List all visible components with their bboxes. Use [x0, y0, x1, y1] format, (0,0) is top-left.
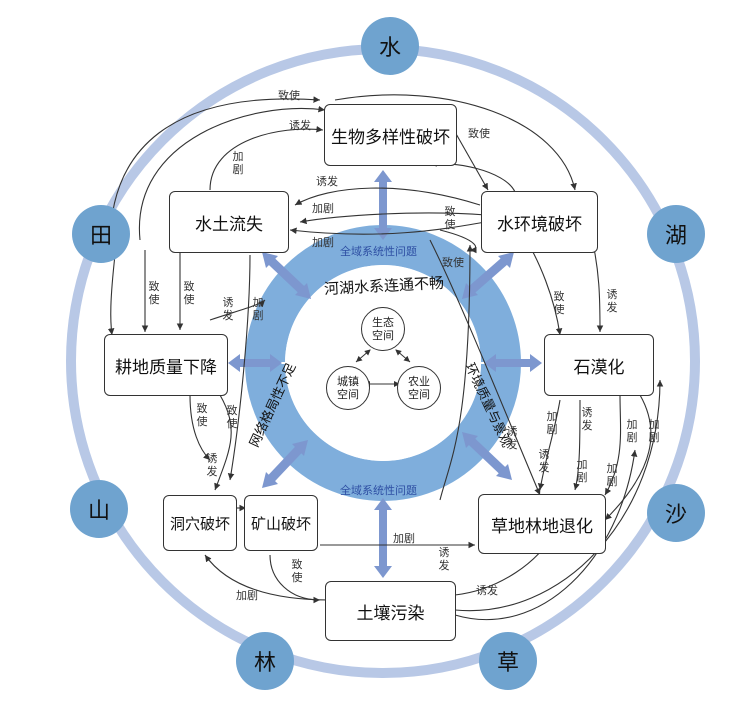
label-youfa-1: 诱发 — [289, 119, 311, 132]
label-jiaju-6: 加剧 — [626, 418, 638, 444]
label-jiaju-1: 加剧 — [232, 150, 244, 176]
label-jiaju-10: 加剧 — [393, 532, 415, 545]
label-jiaju-8: 加剧 — [576, 458, 588, 484]
label-jiaju-7: 加剧 — [648, 418, 660, 444]
label-youfa-6: 诱发 — [581, 406, 593, 432]
box-water-env: 水环境破坏 — [481, 191, 598, 253]
element-grass: 草 — [479, 632, 537, 690]
label-youfa-2: 诱发 — [316, 175, 338, 188]
element-mountain: 山 — [70, 480, 128, 538]
box-mine: 矿山破坏 — [244, 495, 318, 551]
label-youfa-5: 诱发 — [206, 452, 218, 478]
label-zhishi-2: 致使 — [468, 127, 490, 140]
agriculture-space: 农业空间 — [397, 366, 441, 410]
blue-arrows — [228, 170, 542, 578]
ecology-space: 生态空间 — [361, 307, 405, 351]
box-desert: 石漠化 — [544, 334, 654, 396]
label-zhishi-5: 致使 — [148, 280, 160, 306]
label-zhishi-3: 致使 — [444, 205, 456, 231]
box-soil-pollution: 土壤污染 — [325, 581, 456, 641]
label-zhishi-8: 致使 — [196, 402, 208, 428]
label-zhishi-10: 致使 — [291, 558, 303, 584]
label-youfa-9: 诱发 — [438, 546, 450, 572]
element-water: 水 — [361, 17, 419, 75]
label-youfa-8: 诱发 — [538, 448, 550, 474]
element-forest: 林 — [236, 632, 294, 690]
box-cave: 洞穴破坏 — [163, 495, 237, 551]
label-zhishi-9: 致使 — [226, 404, 238, 430]
element-sand: 沙 — [647, 484, 705, 542]
problem-label-bottom: 全域系统性问题 — [340, 484, 417, 497]
problem-label-top: 全域系统性问题 — [340, 245, 417, 258]
box-grassland: 草地林地退化 — [478, 494, 606, 554]
label-youfa-4: 诱发 — [606, 288, 618, 314]
element-lake: 湖 — [647, 205, 705, 263]
box-soil-erosion: 水土流失 — [169, 191, 289, 253]
box-biodiversity: 生物多样性破坏 — [324, 104, 457, 166]
label-youfa-7: 诱发 — [506, 425, 518, 451]
label-jiaju-2: 加剧 — [312, 202, 334, 215]
label-jiaju-3: 加剧 — [312, 236, 334, 249]
label-zhishi-1: 致使 — [278, 89, 300, 102]
label-zhishi-4: 致使 — [442, 256, 464, 269]
element-field: 田 — [72, 205, 130, 263]
label-jiaju-5: 加剧 — [546, 410, 558, 436]
relation-arrows — [107, 94, 664, 621]
label-jiaju-11: 加剧 — [236, 589, 258, 602]
label-youfa-3: 诱发 — [222, 296, 234, 322]
box-farmland: 耕地质量下降 — [104, 334, 228, 396]
town-space: 城镇空间 — [326, 366, 370, 410]
diagonal-blue-arrows — [264, 254, 511, 486]
label-zhishi-7: 致使 — [553, 290, 565, 316]
label-jiaju-9: 加剧 — [606, 462, 618, 488]
label-zhishi-6: 致使 — [183, 280, 195, 306]
label-jiaju-4: 加剧 — [252, 296, 264, 322]
label-youfa-10: 诱发 — [476, 584, 498, 597]
